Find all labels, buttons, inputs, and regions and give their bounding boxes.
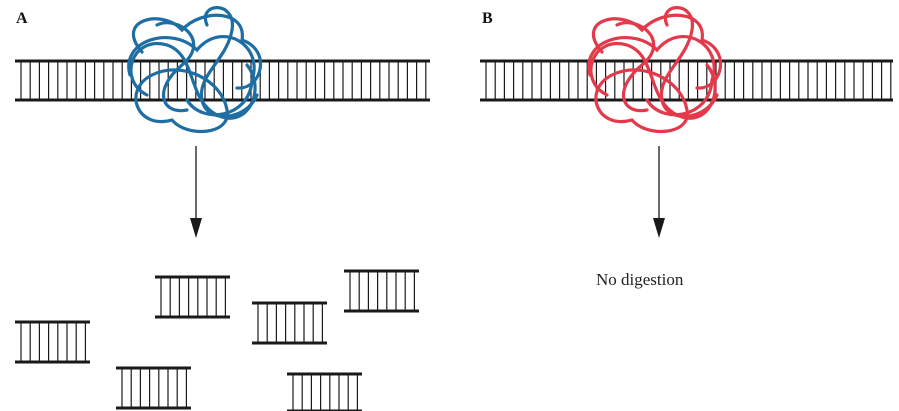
dna-strand-b [480, 59, 893, 102]
dna-fragment [344, 269, 419, 313]
dna-fragment [155, 275, 230, 319]
dna-fragments [15, 269, 419, 411]
dna-fragment [252, 301, 327, 345]
dna-fragment [287, 372, 362, 411]
no-digestion-caption: No digestion [596, 270, 684, 289]
protein-b [587, 6, 722, 134]
down-arrow-icon [653, 146, 665, 238]
dna-fragment [116, 366, 191, 410]
dna-strand-a [15, 59, 430, 102]
panel-label-a: A [16, 10, 28, 27]
protein-a [127, 6, 262, 134]
panel-label-b: B [482, 10, 493, 27]
down-arrow-icon [190, 146, 202, 238]
dna-fragment [15, 320, 90, 364]
